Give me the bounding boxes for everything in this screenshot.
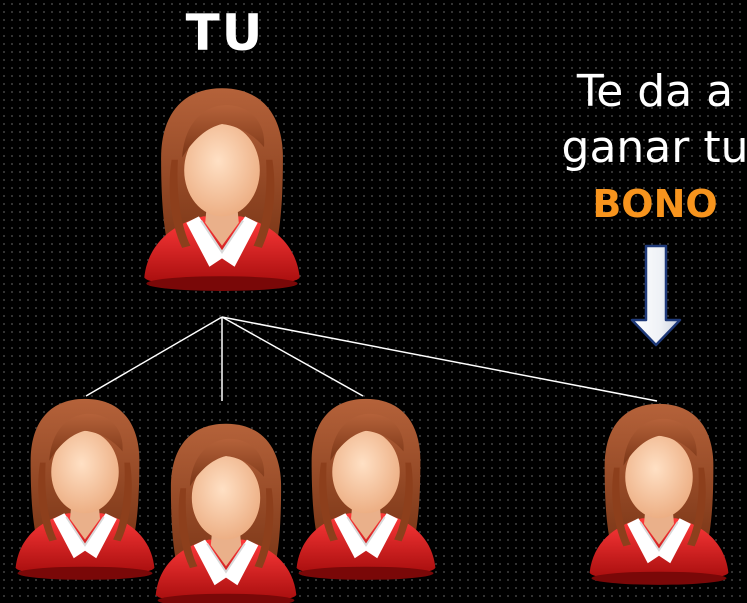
note-highlight: BONO: [592, 182, 718, 226]
connector-lines: [85, 316, 658, 402]
top-label: TU: [185, 4, 265, 62]
connector-line-3: [221, 316, 364, 397]
connector-line-1: [85, 316, 223, 397]
person-referral-2-icon: [154, 422, 298, 603]
person-you-icon: [143, 87, 301, 292]
person-referral-1-icon: [14, 397, 156, 581]
person-referral-3-icon: [295, 397, 437, 581]
bonus-note: Te da a ganar tu BONO: [560, 64, 747, 232]
note-line-1: Te da a: [576, 66, 734, 117]
person-referral-bonus-icon: [588, 402, 730, 586]
arrow-down-icon: [630, 244, 682, 347]
note-line-2: ganar tu: [561, 122, 747, 173]
connector-line-4: [221, 316, 658, 402]
